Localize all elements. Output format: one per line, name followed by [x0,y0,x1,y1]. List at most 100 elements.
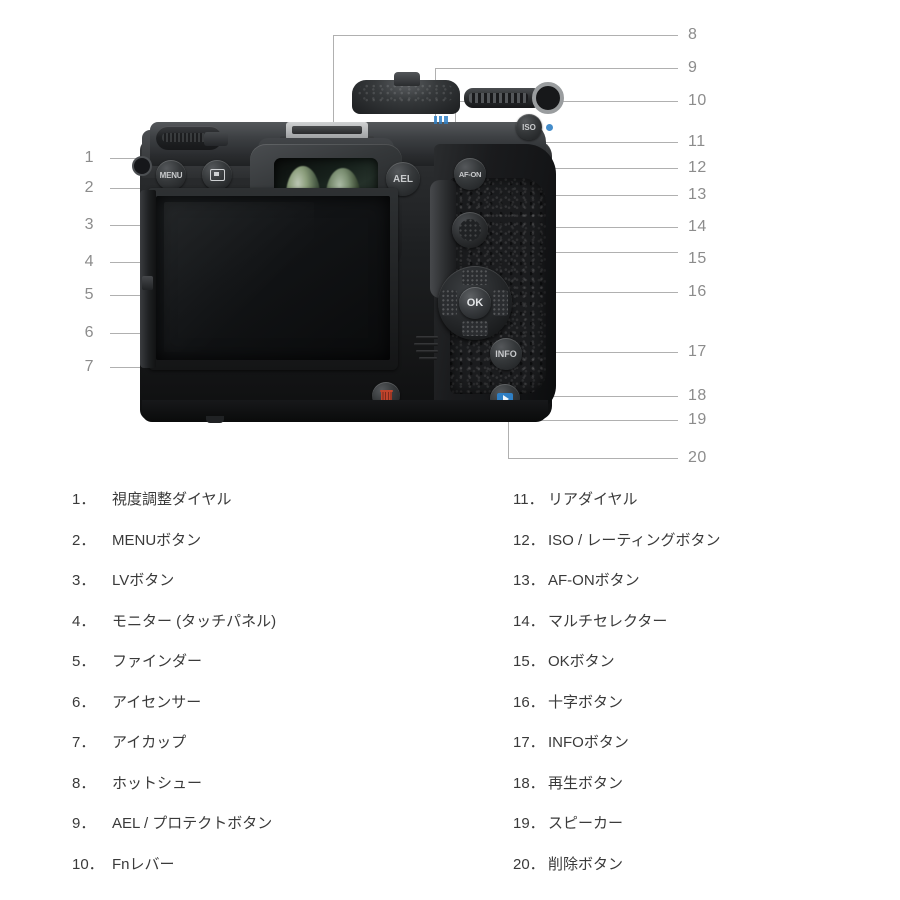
callout-number-9: 9 [688,59,698,76]
pad-arrow-right[interactable] [493,290,508,316]
leader-line-10h [455,101,678,102]
legend-label-14: マルチセレクター [548,612,668,630]
hot-shoe-contact [292,126,362,134]
strap-lug [532,82,564,114]
leader-line-5a [110,295,168,296]
legend-item-19: 19． スピーカー [513,804,893,845]
rear-dial[interactable] [464,88,542,108]
legend-number-5: 5． [72,653,96,670]
legend-column-right: 11． リアダイヤル 12． ISO / レーティングボタン 13． AF-ON… [513,480,893,885]
legend-label-20: 削除ボタン [548,855,624,873]
multi-selector[interactable] [452,212,488,248]
callout-number-13: 13 [688,186,707,203]
legend-number-4: 4． [72,612,96,630]
iso-button-label: ISO [522,122,536,132]
legend-label-18: 再生ボタン [548,774,624,792]
legend-item-12: 12． ISO / レーティングボタン [513,521,893,562]
leader-line-16 [545,292,678,293]
leader-line-20v [508,396,509,458]
live-view-icon [209,169,225,181]
camera-bottom-edge [142,400,548,422]
legend-number-20: 20． [513,855,545,873]
leader-line-14 [500,227,678,228]
legend-number-11: 11． [513,491,544,508]
legend-number-2: 2． [72,531,96,549]
pad-arrow-left[interactable] [442,290,457,316]
legend-item-2: 2． MENUボタン [72,521,472,562]
callout-number-8: 8 [688,26,698,43]
info-button[interactable]: INFO [490,338,522,370]
speaker-slot [416,350,438,353]
legend-item-17: 17． INFOボタン [513,723,893,764]
legend-number-13: 13． [513,572,545,589]
legend-number-16: 16． [513,693,545,711]
leader-line-13h [489,195,678,196]
leader-line-3a [110,225,142,226]
legend-item-18: 18． 再生ボタン [513,764,893,805]
legend-number-8: 8． [72,774,96,792]
legend-number-12: 12． [513,531,545,549]
legend-item-7: 7． アイカップ [72,723,472,764]
legend-label-9: AEL / プロテクトボタン [112,815,273,832]
legend-item-6: 6． アイセンサー [72,683,472,724]
camera-illustration: MENU AEL AF-ON ISO OK [132,60,564,432]
callout-number-10: 10 [688,92,707,109]
callout-number-11: 11 [688,133,706,150]
callout-number-20: 20 [688,449,707,466]
legend-label-3: LVボタン [112,572,175,589]
speaker-slot [414,343,438,346]
legend-label-2: MENUボタン [112,531,202,549]
legend-item-15: 15． OKボタン [513,642,893,683]
legend-item-14: 14． マルチセレクター [513,602,893,643]
callout-number-18: 18 [688,387,707,404]
info-button-label: INFO [495,349,517,359]
legend-item-20: 20． 削除ボタン [513,845,893,886]
ael-button-label: AEL [393,173,413,185]
ok-button[interactable]: OK [459,287,491,319]
legend-number-6: 6． [72,693,96,711]
menu-button[interactable]: MENU [156,160,186,190]
callout-number-1: 1 [84,149,94,166]
legend-label-8: ホットシュー [112,774,203,792]
leader-line-15h [527,252,678,253]
legend-number-1: 1． [72,491,96,508]
legend-label-1: 視度調整ダイヤル [112,491,232,508]
pad-arrow-up[interactable] [462,270,488,285]
legend-number-10: 10． [72,855,104,873]
diopter-dial-base [204,132,228,146]
callout-number-7: 7 [84,358,94,375]
legend-item-4: 4． モニター (タッチパネル) [72,602,472,643]
callout-number-12: 12 [688,159,707,176]
legend-label-11: リアダイヤル [548,491,638,508]
monitor-touchscreen[interactable] [156,196,390,360]
legend-label-4: モニター (タッチパネル) [112,612,277,630]
legend-number-7: 7． [72,734,96,751]
monitor-hinge-notch [142,276,153,290]
callout-number-17: 17 [688,343,707,360]
leader-line-9h [435,68,678,69]
fn-lever[interactable] [394,72,420,86]
lv-button[interactable] [202,160,232,190]
pad-arrow-down[interactable] [462,321,488,336]
callout-number-6: 6 [84,324,94,341]
leader-line-17 [512,352,678,353]
speaker-slot [419,357,437,360]
legend-number-18: 18． [513,774,545,792]
callout-number-4: 4 [84,253,94,270]
callout-number-15: 15 [688,250,707,267]
legend-number-3: 3． [72,572,96,589]
legend-label-13: AF-ONボタン [548,572,640,589]
legend-label-15: OKボタン [548,653,615,670]
speaker-grille [414,336,438,362]
legend-item-10: 10． Fnレバー [72,845,472,886]
legend-item-13: 13． AF-ONボタン [513,561,893,602]
legend-item-3: 3． LVボタン [72,561,472,602]
legend-number-19: 19． [513,815,545,832]
ok-button-label: OK [466,297,484,309]
legend-label-19: スピーカー [548,815,624,832]
iso-button[interactable]: ISO [516,114,542,140]
legend-item-9: 9． AEL / プロテクトボタン [72,804,472,845]
callout-number-3: 3 [84,216,94,233]
af-on-button[interactable]: AF-ON [454,158,486,190]
